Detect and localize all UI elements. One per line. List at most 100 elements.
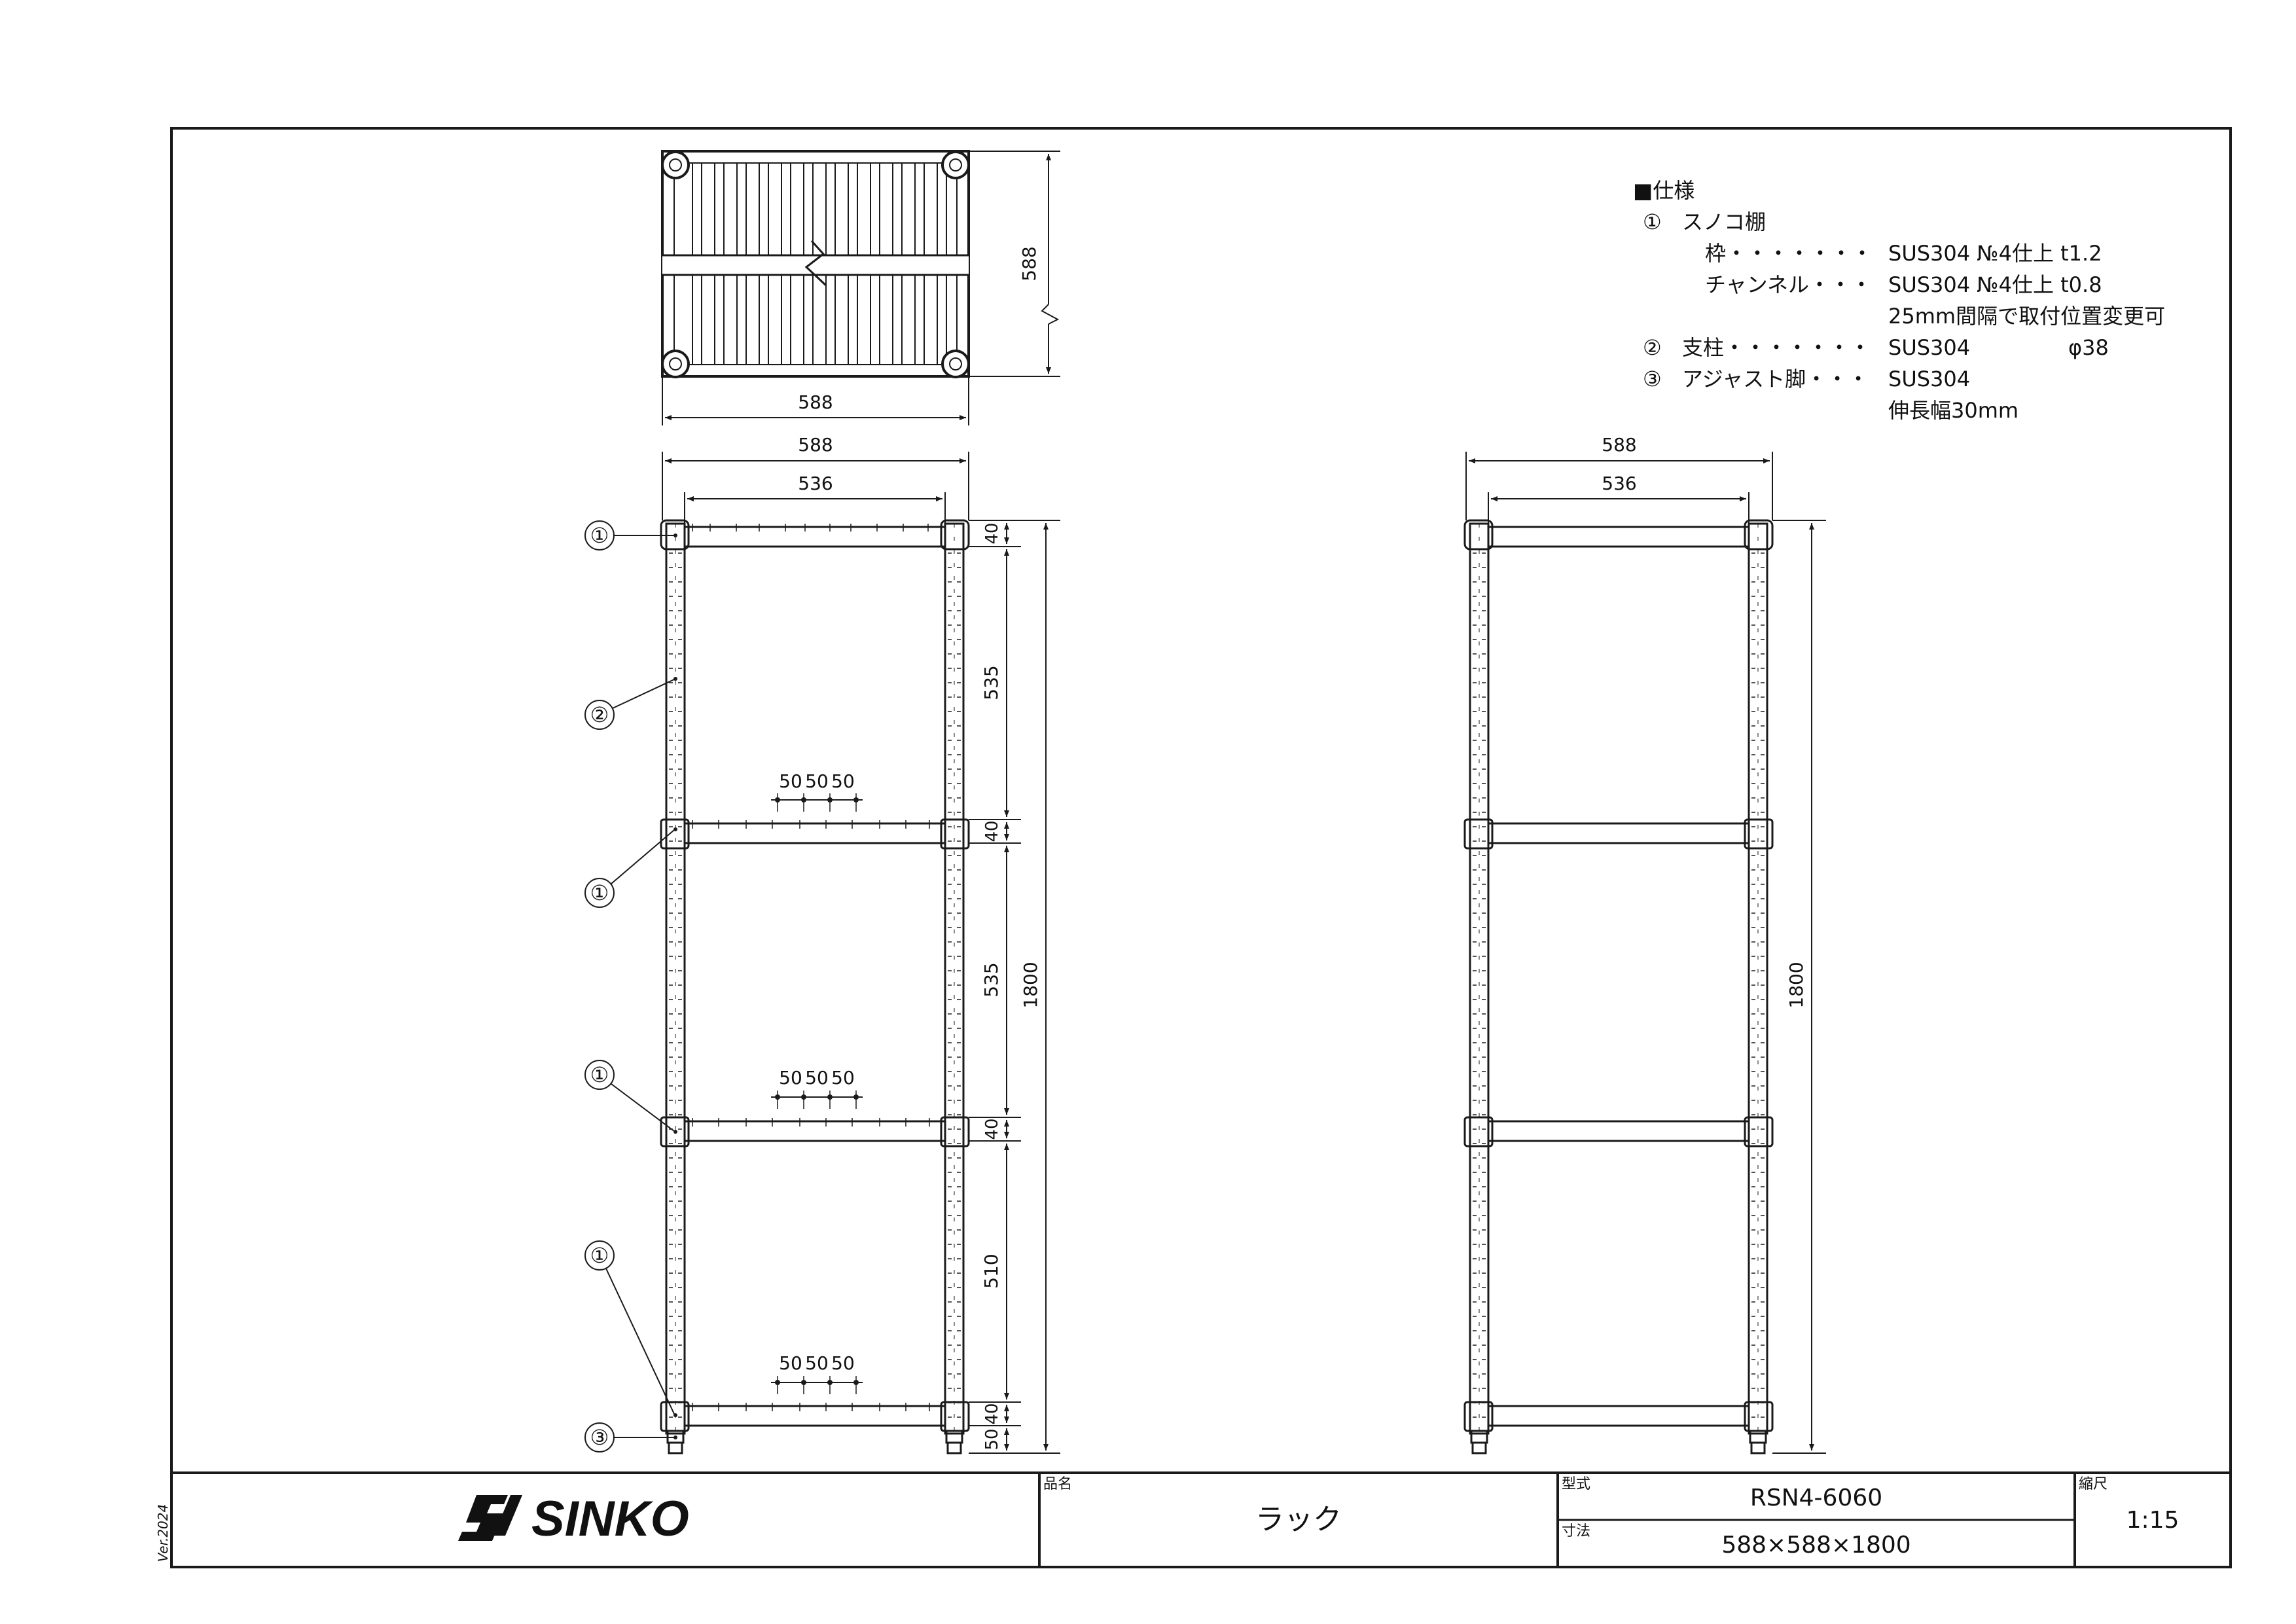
- version-label: Ver.2024: [155, 1504, 171, 1562]
- spec-item3-value: SUS304: [1888, 367, 1970, 391]
- plan-break-zigzag: [804, 240, 827, 287]
- spec-item3-label: アジャスト脚・・・: [1682, 367, 1869, 391]
- plan-depth-label: 588: [1018, 246, 1040, 281]
- spec-channel-label: チャンネル・・・: [1705, 272, 1872, 297]
- spec-frame-label: 枠・・・・・・・: [1705, 241, 1873, 266]
- front-shelf-3: [660, 1116, 970, 1147]
- height-segment-label: 50: [982, 1428, 1002, 1450]
- post-slot-ticks: [669, 552, 961, 1418]
- spec-channel-value: SUS304 №4仕上 t0.8: [1888, 272, 2102, 297]
- pitch-label: 50: [805, 1067, 829, 1089]
- front-view: 50 50 50 50 50 50 50 50 50: [584, 434, 1060, 1454]
- product-name-label: 品名: [1043, 1476, 1072, 1492]
- pitch-label: 50: [779, 1352, 802, 1374]
- svg-text:①: ①: [590, 1062, 609, 1087]
- front-outer-width-label: 588: [798, 434, 833, 456]
- svg-text:①: ①: [590, 880, 609, 905]
- post-circle: [941, 151, 970, 179]
- front-shelf-2: [660, 818, 970, 850]
- scale-value: 1:15: [2126, 1507, 2179, 1534]
- pitch-label: 50: [805, 1352, 829, 1374]
- product-name-value: ラック: [1255, 1503, 1342, 1536]
- spec-channel-note: 25mm間隔で取付位置変更可: [1888, 304, 2165, 329]
- pitch-marks-middle: 50 50 50: [771, 1067, 863, 1109]
- side-left-post: [1469, 522, 1490, 1435]
- spec-item2-label: 支柱・・・・・・・: [1682, 335, 1871, 360]
- post-circle-inner: [669, 158, 682, 171]
- title-block: SINKO Ver.2024 品名 ラック 型式 RSN4-6060 寸法 58…: [155, 1471, 2231, 1567]
- front-inner-width-label: 536: [798, 473, 833, 494]
- front-right-post: [944, 522, 965, 1435]
- callout-post: ②: [584, 677, 677, 730]
- height-segment-label: 535: [980, 962, 1002, 997]
- post-slot-ticks: [1473, 552, 1765, 1418]
- plan-view: 588 588: [661, 150, 1060, 425]
- height-segment-label: 510: [980, 1254, 1002, 1288]
- side-right-post: [1748, 522, 1768, 1435]
- model-label: 型式: [1562, 1476, 1590, 1492]
- side-outer-width-label: 588: [1602, 434, 1636, 456]
- plan-post-corner-marks: [661, 151, 970, 378]
- post-circle-inner: [949, 357, 962, 370]
- front-width-dimensions: 588 536: [662, 434, 969, 524]
- height-segment-label: 535: [980, 665, 1002, 700]
- svg-text:①: ①: [590, 523, 609, 548]
- side-height-dimension: 1800: [1772, 520, 1826, 1454]
- plan-depth-dimension: 588: [969, 151, 1060, 377]
- callout-shelf-3: ①: [584, 1060, 677, 1134]
- side-width-dimensions: 588 536: [1465, 434, 1773, 524]
- side-view: 588 536 1800: [1463, 434, 1826, 1454]
- post-circle-inner: [949, 158, 962, 171]
- front-shelf-1: [660, 519, 970, 550]
- pitch-label: 50: [805, 770, 829, 792]
- svg-text:①: ①: [590, 1243, 609, 1268]
- scale-label: 縮尺: [2079, 1476, 2108, 1492]
- plan-width-label: 588: [798, 391, 833, 413]
- post-circle: [941, 350, 970, 378]
- height-segment-label: 40: [982, 1403, 1002, 1424]
- front-height-chain: 40 535 40 535 40 510 40 50 1800: [969, 520, 1060, 1454]
- front-left-post: [665, 522, 686, 1435]
- callout-adjust-foot: ③: [584, 1422, 677, 1453]
- front-shelf-4: [660, 1401, 970, 1432]
- side-inner-width-label: 536: [1602, 473, 1636, 494]
- front-adjust-foot: [666, 1430, 963, 1454]
- pitch-label: 50: [831, 1067, 855, 1089]
- part-callouts: ① ② ① ①: [584, 520, 677, 1453]
- svg-text:②: ②: [590, 702, 609, 727]
- svg-text:③: ③: [590, 1425, 609, 1450]
- spec-item2-value: SUS304: [1888, 335, 1970, 360]
- spec-item1-number: ①: [1643, 209, 1662, 234]
- spec-item1-name: スノコ棚: [1682, 209, 1766, 234]
- height-segment-label: 40: [982, 522, 1002, 544]
- plan-break-band: [662, 255, 969, 275]
- spec-item2-diameter: φ38: [2068, 335, 2109, 360]
- side-shelves: [1463, 519, 1774, 1432]
- pitch-label: 50: [779, 770, 802, 792]
- side-total-height-label: 1800: [1785, 962, 1807, 1008]
- spec-adjust-note: 伸長幅30mm: [1888, 398, 2018, 423]
- front-total-height-label: 1800: [1020, 962, 1041, 1008]
- pitch-label: 50: [831, 770, 855, 792]
- pitch-marks-upper: 50 50 50: [771, 770, 863, 812]
- callout-shelf-1: ①: [584, 520, 677, 550]
- dimensions-value: 588×588×1800: [1721, 1532, 1910, 1559]
- model-value: RSN4-6060: [1750, 1485, 1882, 1511]
- height-segment-label: 40: [982, 820, 1002, 842]
- dimensions-label: 寸法: [1562, 1523, 1590, 1540]
- pitch-marks-lower: 50 50 50: [771, 1352, 863, 1394]
- callout-shelf-2: ①: [584, 827, 677, 908]
- post-circle: [661, 350, 690, 378]
- spec-frame-value: SUS304 №4仕上 t1.2: [1888, 241, 2102, 266]
- post-circle: [661, 151, 690, 179]
- sinko-logo-text: SINKO: [531, 1491, 689, 1547]
- drawing-border: [170, 127, 2232, 1568]
- spec-item2-number: ②: [1643, 335, 1662, 360]
- sinko-logo-mark: [458, 1495, 522, 1541]
- pitch-label: 50: [779, 1067, 802, 1089]
- side-adjust-foot: [1470, 1430, 1767, 1454]
- post-circle-inner: [669, 357, 682, 370]
- spec-item3-number: ③: [1643, 367, 1662, 391]
- height-segment-label: 40: [982, 1118, 1002, 1140]
- pitch-label: 50: [831, 1352, 855, 1374]
